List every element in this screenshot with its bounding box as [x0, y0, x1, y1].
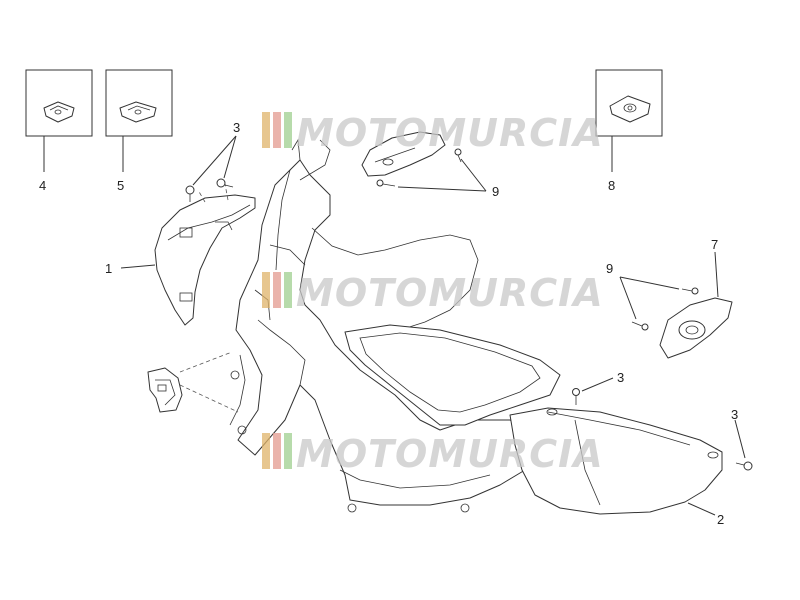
- watermark-top: MOTOMURCIA: [262, 111, 604, 155]
- callout-9-upper: 9: [492, 184, 499, 199]
- part-1-left-fairing: [154, 183, 256, 326]
- clip-bracket: [147, 351, 239, 413]
- screw-part1-b: [216, 178, 234, 188]
- screw-part7-b: [631, 321, 649, 331]
- part-7-side-cover: [659, 297, 733, 359]
- watermark-text: MOTOMURCIA: [296, 111, 604, 155]
- inset-box-4: [25, 69, 93, 172]
- callout-3-right-lower: 3: [731, 407, 738, 422]
- callout-4: 4: [39, 178, 46, 193]
- watermark-text: MOTOMURCIA: [296, 271, 604, 315]
- part-2-right-fairing: [509, 407, 723, 515]
- upper-small-cover: [361, 131, 446, 177]
- watermark-text: MOTOMURCIA: [296, 432, 604, 476]
- screw-part2-b: [735, 461, 753, 471]
- callout-1: 1: [105, 261, 112, 276]
- callout-3-left: 3: [233, 120, 240, 135]
- leader-lines: [120, 135, 746, 516]
- callout-8: 8: [608, 178, 615, 193]
- screw-part1-a: [185, 185, 195, 202]
- front-frame-body: [229, 138, 561, 513]
- callout-3-right-upper: 3: [617, 370, 624, 385]
- inset-box-8: [595, 69, 663, 172]
- inset-box-5: [105, 69, 173, 172]
- callout-7: 7: [711, 237, 718, 252]
- callout-2: 2: [717, 512, 724, 527]
- screw-part2-a: [572, 388, 580, 405]
- callout-5: 5: [117, 178, 124, 193]
- callout-9-right: 9: [606, 261, 613, 276]
- screw-upper-b: [376, 179, 396, 187]
- watermark-bottom: MOTOMURCIA: [262, 432, 604, 476]
- screw-part7-a: [681, 287, 699, 295]
- watermark-middle: MOTOMURCIA: [262, 271, 604, 315]
- screw-upper-a: [454, 148, 462, 163]
